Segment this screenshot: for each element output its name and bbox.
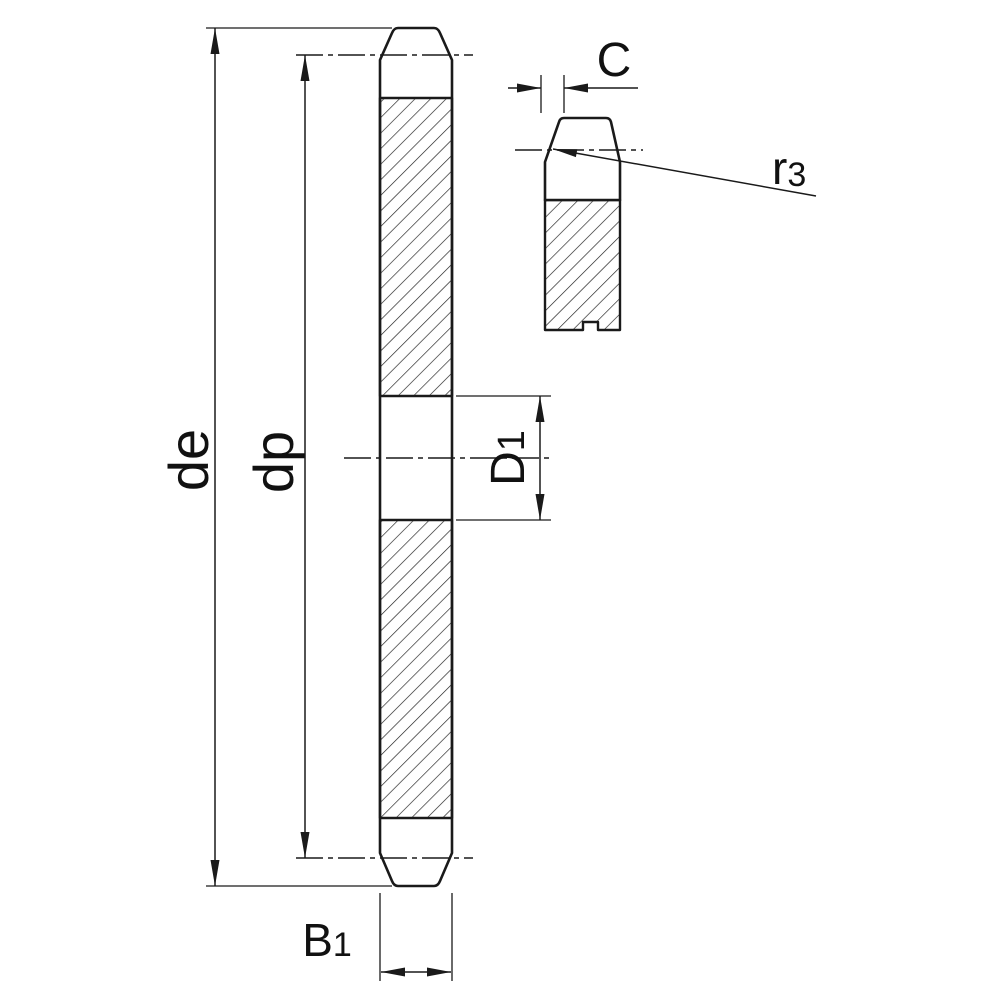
label-r3-sub: 3 [787,156,806,194]
label-d1-main: D [482,451,535,486]
main-view [296,26,549,888]
arrowhead-de-top [210,28,220,54]
label-d1: D1 [482,430,535,486]
label-b1: B1 [302,914,352,966]
hatch-section-lower [378,518,454,820]
label-b1-main: B [302,914,333,966]
detail-tooth-profile [543,116,622,202]
dimension-dp: dp [242,55,310,858]
hatch-section-upper [378,96,454,398]
dimension-b1: B1 [302,893,453,981]
arrowhead-d1-top [535,396,545,422]
label-r3: r3 [772,142,806,194]
label-c: C [597,34,632,87]
arrowhead-de-bottom [210,860,220,886]
dimension-d1: D1 [456,395,551,521]
leader-r3: r3 [552,142,817,197]
dimension-c: C [508,34,638,113]
arrowhead-c-right [564,83,588,93]
dimension-de: de [157,27,392,887]
arrowhead-d1-bottom [535,494,545,520]
label-r3-main: r [772,142,787,194]
label-b1-sub: 1 [333,926,352,964]
sprocket-outline [378,26,454,888]
arrowhead-c-left [517,83,541,93]
label-de: de [157,429,220,491]
label-dp: dp [242,431,305,493]
tooth-detail-view [515,116,643,332]
arrowhead-b1-left [381,967,405,977]
arrowhead-dp-top [300,55,310,81]
leader-line-r3 [552,148,817,197]
arrowhead-b1-right [427,967,451,977]
arrowhead-dp-bottom [300,832,310,858]
arrowhead-r3 [553,149,578,158]
detail-hatched-block [543,198,622,332]
label-d1-sub: 1 [491,430,533,451]
